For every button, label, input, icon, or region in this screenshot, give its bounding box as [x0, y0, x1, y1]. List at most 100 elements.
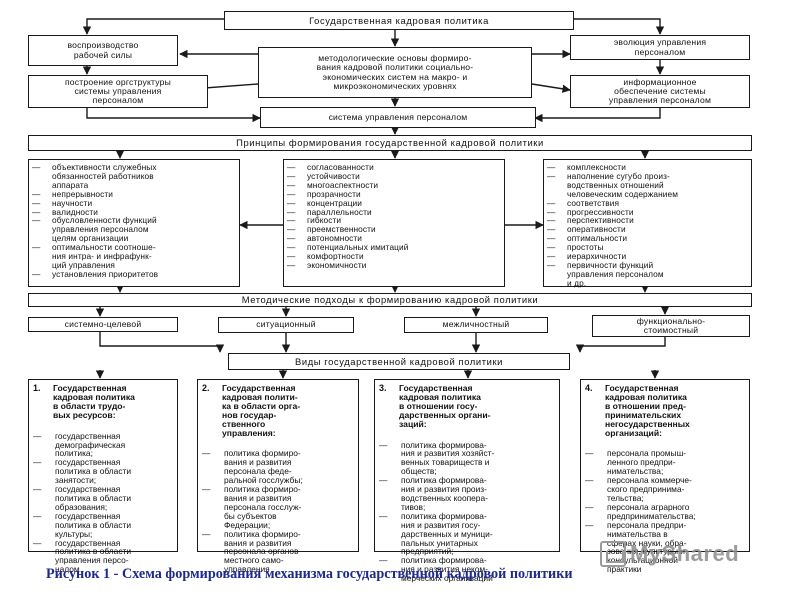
principle-left-item: —научности — [32, 197, 236, 208]
principle-center-item: —комфортности — [287, 252, 501, 261]
principle-left-item: —оптимальности соотноше- ния интра- и ин… — [32, 243, 236, 270]
type-item-text: государственная политика в области образ… — [55, 484, 132, 512]
principles-title-box: Принципы формирования государственной ка… — [28, 135, 752, 151]
principle-right-item-text: простоты — [567, 242, 604, 253]
principle-center-item: —параллельности — [287, 207, 501, 217]
type-number: 2. — [202, 383, 210, 393]
policy-type-1-box: 1.Государственная кадровая политика в об… — [28, 379, 178, 574]
list-dash: — — [547, 170, 556, 181]
list-dash: — — [547, 242, 556, 253]
principle-center-item-text: устойчивости — [307, 170, 360, 181]
type-item: — политика формирова- ния и развития хозя… — [379, 439, 555, 477]
list-dash: — — [287, 162, 296, 172]
type-item: — государственная демографическая политик… — [33, 430, 173, 459]
type-item-text: политика формирова- ния и развития госу-… — [401, 510, 493, 557]
methodology-box: методологические основы формиро- вания к… — [258, 47, 532, 98]
list-dash: — — [547, 233, 556, 244]
type-number: 3. — [379, 383, 387, 393]
principle-right-item-text: оперативности — [567, 224, 626, 235]
list-dash: — — [33, 430, 42, 441]
list-dash: — — [33, 510, 42, 521]
list-dash: — — [547, 206, 556, 217]
type-item: —политика формирова- ния и развития неко… — [379, 556, 555, 583]
type-item-text: персонала аграрного предпринимательства; — [607, 501, 696, 521]
principle-left-item-text: обусловленности функций управления персо… — [52, 215, 157, 244]
type-item-text: политика формиро- вания и развития персо… — [224, 528, 301, 575]
principle-center-item: —преемственности — [287, 225, 501, 234]
principle-right-item-text: перспективности — [567, 215, 634, 226]
type-item: —политика формиро- вания и развития перс… — [202, 528, 354, 575]
principle-center-item: — гибкости — [287, 216, 501, 225]
principle-center-item: — устойчивости — [287, 172, 501, 181]
principle-left-item-text: объективности служебных обязанностей раб… — [52, 162, 157, 190]
list-dash: — — [33, 484, 42, 495]
list-dash: — — [32, 206, 41, 217]
list-dash: — — [32, 162, 41, 172]
type-item: — государственная политика в области обра… — [33, 485, 173, 512]
type-heading: 3. Государственная кадровая политика в от… — [379, 384, 555, 429]
principle-left-item-text: непрерывности — [52, 188, 113, 199]
principle-left-item-text: установления приоритетов — [52, 268, 159, 279]
list-dash: — — [287, 224, 296, 235]
approach-functional-cost-box: функционально- стоимостный — [592, 315, 750, 337]
type-heading-text: Государственная кадровая политика в отно… — [605, 383, 690, 438]
type-number: 1. — [33, 383, 41, 393]
principles-center-list: —согласованности—устойчивости—многоаспек… — [283, 159, 505, 287]
list-dash: — — [287, 251, 296, 262]
principle-left-item: —установления приоритетов — [32, 268, 236, 279]
list-dash: — — [202, 484, 211, 495]
principle-right-item-text: комплексности — [567, 162, 626, 172]
list-dash: — — [585, 448, 594, 459]
principle-center-item: —согласованности — [287, 163, 501, 172]
principle-center-item-text: многоаспектности — [307, 179, 379, 190]
list-dash: — — [202, 448, 211, 459]
type-item-text: государственная демографическая политика… — [55, 430, 126, 459]
principle-right-item-text: первичности функций управления персонало… — [567, 259, 664, 288]
list-dash: — — [547, 162, 556, 172]
list-dash: — — [379, 439, 388, 450]
principle-center-item: —концентрации — [287, 197, 501, 208]
type-heading-text: Государственная кадровая полити- ка в об… — [222, 383, 301, 438]
policy-type-2-box: 2. Государственная кадровая полити- ка в … — [197, 379, 359, 574]
type-item: —персонала промыш- ленного предпри- нима… — [585, 449, 745, 476]
list-dash: — — [287, 242, 296, 253]
list-dash: — — [547, 224, 556, 235]
type-item: —политика формиро- вания и развития перс… — [202, 449, 354, 485]
type-heading-text: Государственная кадровая политика в отно… — [399, 383, 491, 429]
principle-left-item: — объективности служебных обязанностей ра… — [32, 163, 236, 190]
list-dash: — — [32, 215, 41, 226]
types-title-box: Виды государственной кадровой политики — [228, 353, 570, 370]
approach-situational-box: ситуационный — [218, 317, 354, 333]
list-dash: — — [287, 215, 296, 226]
principle-right-item: — наполнение сугубо произ- водственных от… — [547, 172, 748, 199]
principle-right-item: —перспективности — [547, 216, 748, 225]
principle-right-item: —прогрессивности — [547, 206, 748, 217]
list-dash: — — [547, 259, 556, 270]
management-system-box: система управления персоналом — [260, 107, 536, 128]
approach-systemic-box: системно-целевой — [28, 317, 178, 332]
principle-right-item: — иерархичности — [547, 252, 748, 261]
list-dash: — — [547, 251, 556, 262]
principle-center-item: —многоаспектности — [287, 179, 501, 190]
list-dash: — — [287, 170, 296, 181]
list-dash: — — [33, 537, 42, 548]
list-dash: — — [287, 259, 296, 270]
type-number: 4. — [585, 383, 593, 393]
policy-type-3-box: 3. Государственная кадровая политика в от… — [374, 379, 560, 583]
reproduction-box: воспроизводство рабочей силы — [28, 35, 178, 66]
type-item-text: политика формирова- ния и развития хозяй… — [401, 439, 495, 477]
principle-right-item-text: иерархичности — [567, 251, 627, 262]
principle-right-item: — простоты — [547, 243, 748, 252]
principle-left-item-text: научности — [52, 197, 93, 208]
principle-center-item-text: гибкости — [307, 215, 342, 226]
principle-right-item: —соответствия — [547, 198, 748, 208]
principle-center-item: —прозрачности — [287, 189, 501, 199]
logo-icon — [600, 541, 626, 567]
principle-right-item-text: наполнение сугубо произ- водственных отн… — [567, 170, 679, 199]
type-item-text: государственная политика в области культ… — [55, 510, 132, 539]
list-dash: — — [287, 197, 296, 208]
type-heading: 1.Государственная кадровая политика в об… — [33, 384, 173, 420]
type-item-text: политика формирова- ния и развития произ… — [401, 475, 488, 512]
type-item: —персонала коммерче- ского предпринима- … — [585, 476, 745, 503]
